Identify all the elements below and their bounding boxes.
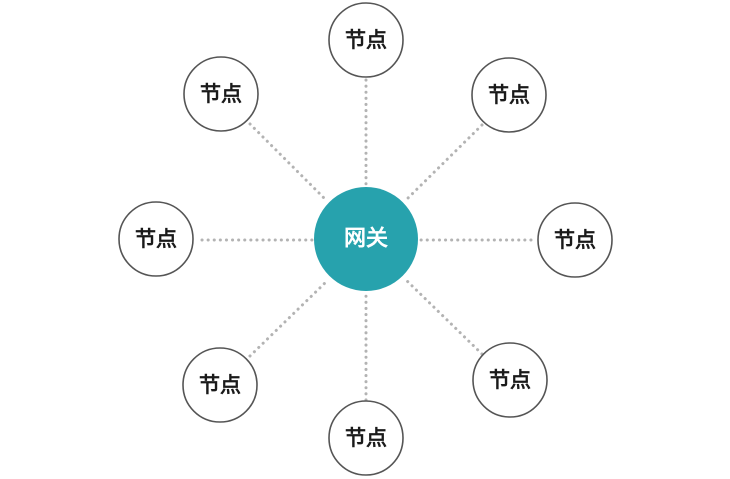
edges [200, 78, 533, 402]
edge-bottom-right [402, 276, 484, 356]
node-bottom-right: 节点 [472, 342, 548, 418]
node-top-right: 节点 [471, 57, 547, 133]
node-right-label: 节点 [554, 228, 596, 252]
node-left-label: 节点 [135, 227, 177, 251]
node-top-circle [328, 2, 404, 78]
node-right-circle [537, 202, 613, 278]
edge-top-right [404, 123, 484, 202]
node-left: 节点 [118, 201, 194, 277]
node-top-left: 节点 [183, 56, 259, 132]
edge-top-left [248, 122, 328, 202]
edge-bottom-left [248, 278, 330, 358]
node-bottom: 节点 [328, 400, 404, 476]
node-bottom-right-circle [472, 342, 548, 418]
node-bottom-left: 节点 [182, 347, 258, 423]
node-top: 节点 [328, 2, 404, 78]
node-bottom-right-label: 节点 [489, 368, 531, 392]
node-bottom-circle [328, 400, 404, 476]
node-bottom-label: 节点 [345, 426, 387, 450]
node-right: 节点 [537, 202, 613, 278]
node-top-label: 节点 [345, 28, 387, 52]
node-top-right-label: 节点 [488, 83, 530, 107]
gateway-circle [314, 187, 418, 291]
node-top-left-label: 节点 [200, 82, 242, 106]
gateway-node: 网关 [314, 187, 418, 291]
node-bottom-left-circle [182, 347, 258, 423]
node-bottom-left-label: 节点 [199, 373, 241, 397]
node-top-right-circle [471, 57, 547, 133]
gateway-label: 网关 [344, 227, 388, 252]
node-top-left-circle [183, 56, 259, 132]
node-left-circle [118, 201, 194, 277]
